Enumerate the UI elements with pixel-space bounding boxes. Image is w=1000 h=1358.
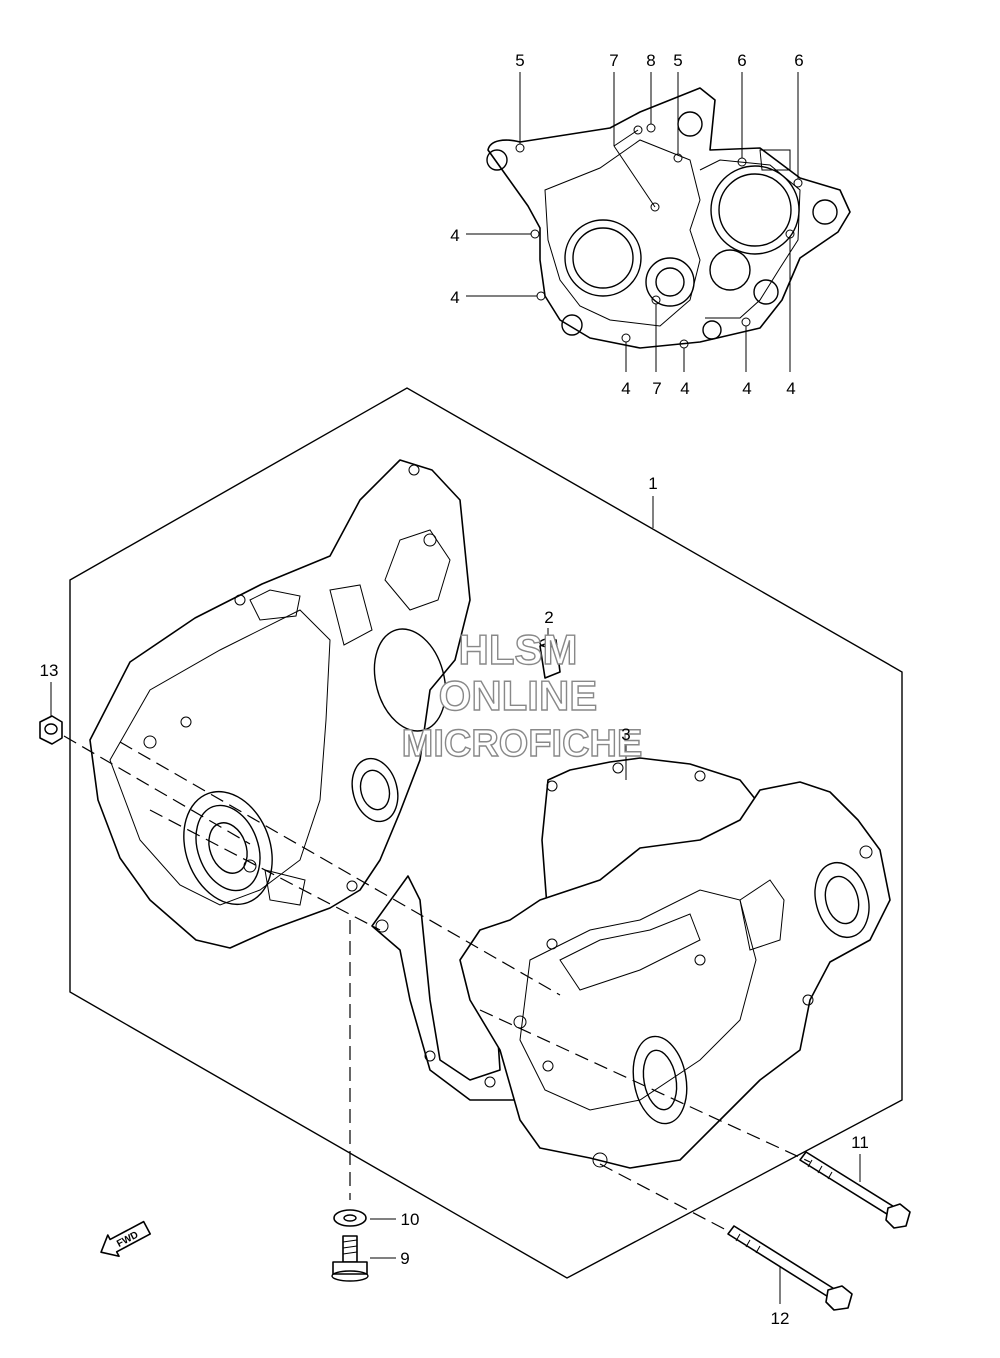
callout-5b: 5: [673, 51, 682, 70]
callout-7b: 7: [652, 379, 661, 398]
callout-6a: 6: [737, 51, 746, 70]
callout-6b: 6: [794, 51, 803, 70]
callout-10: 10: [401, 1210, 420, 1229]
washer-10: [333, 1209, 367, 1227]
callout-4f: 4: [786, 379, 795, 398]
callout-9: 9: [400, 1249, 409, 1268]
watermark-line3: MICROFICHE: [402, 723, 643, 765]
callout-13: 13: [40, 661, 59, 680]
callout-7a: 7: [609, 51, 618, 70]
callout-5a: 5: [515, 51, 524, 70]
callout-4d: 4: [680, 379, 689, 398]
callout-8: 8: [646, 51, 655, 70]
callout-numbers: 5 7 8 5 6 6 4 4 4 7 4 4 4 1 2 3 13 10 9 …: [40, 51, 869, 1328]
left-crankcase-half: [89, 459, 471, 949]
watermark-line1: HLSM: [459, 626, 578, 673]
inset-leader-lines: [466, 72, 799, 372]
assembly-box: [69, 387, 903, 1279]
callout-4e: 4: [742, 379, 751, 398]
dowel-pin: [539, 638, 561, 679]
bolt-9: [331, 1235, 369, 1282]
right-crankcase-half: [459, 781, 891, 1169]
callout-2: 2: [544, 608, 553, 627]
callout-4c: 4: [621, 379, 630, 398]
watermark-line2: ONLINE: [439, 672, 598, 719]
fwd-label: FWD: [115, 1230, 140, 1250]
callout-4b: 4: [450, 288, 459, 307]
callout-1: 1: [648, 474, 657, 493]
bolt-12: [727, 1225, 853, 1311]
callout-leaders: [50, 496, 861, 1304]
watermark: HLSM ONLINE MICROFICHE: [401, 625, 643, 765]
alignment-lines: [63, 735, 811, 1233]
crankcase-face-inset: [486, 87, 851, 349]
callout-3: 3: [621, 725, 630, 744]
callout-12: 12: [771, 1309, 790, 1328]
callout-4a: 4: [450, 226, 459, 245]
callout-11: 11: [851, 1133, 869, 1152]
bolt-11: [799, 1151, 911, 1229]
nut-13: [39, 715, 63, 745]
fwd-arrow-icon: FWD: [100, 1220, 152, 1258]
